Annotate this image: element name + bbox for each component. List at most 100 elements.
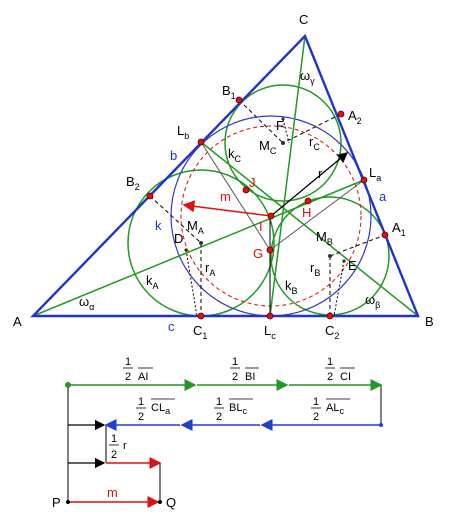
svg-text:1: 1 (232, 356, 238, 368)
svg-text:ALc: ALc (326, 402, 344, 416)
label-J: J (249, 175, 256, 190)
svg-text:AI: AI (138, 371, 148, 383)
dash-F (282, 118, 290, 144)
triangle-ABC (30, 33, 420, 318)
svg-text:1: 1 (111, 433, 117, 445)
label-A: A (13, 314, 22, 329)
dash-E-C2 (333, 260, 345, 317)
point-A2 (337, 110, 345, 118)
label-kB: kB (285, 278, 298, 296)
point-G (266, 246, 274, 254)
svg-text:CLa: CLa (151, 402, 170, 416)
row2-label-BLc: 1 2 BLc (214, 396, 253, 423)
segment-Lb-G (200, 141, 271, 251)
label-E: E (348, 258, 357, 273)
svg-text:1: 1 (125, 356, 131, 368)
label-C2: C2 (325, 323, 339, 341)
label-omega-gamma: ωγ (300, 68, 315, 86)
svg-text:2: 2 (138, 411, 144, 423)
svg-text:2: 2 (111, 449, 117, 461)
row1-start-dot (65, 382, 71, 388)
row3-label-r: 1 2 r (109, 433, 127, 461)
point-I (267, 212, 275, 220)
label-MB: MB (316, 229, 333, 247)
label-H: H (302, 205, 311, 220)
label-MA: MA (187, 218, 204, 236)
point-C2 (326, 312, 334, 320)
svg-text:BI: BI (245, 371, 255, 383)
circle-k-C (224, 84, 342, 202)
row4-label-m: m (107, 485, 118, 500)
svg-text:1: 1 (216, 396, 222, 408)
dash-MB-A1 (329, 234, 386, 257)
label-C1: C1 (193, 323, 207, 341)
row2-label-ALc: 1 2 ALc (311, 396, 350, 423)
svg-text:1: 1 (138, 396, 144, 408)
bisector-B (200, 141, 419, 317)
label-omega-alpha: ωα (79, 294, 94, 312)
arrow-r (270, 152, 349, 217)
point-MA (199, 241, 203, 245)
point-J (242, 186, 250, 194)
point-F (281, 117, 285, 121)
row2-label-CLa: 1 2 CLa (136, 396, 175, 423)
label-B2: B2 (126, 174, 140, 192)
label-rB: rB (310, 260, 320, 278)
label-G: G (253, 246, 263, 261)
row1-label-BI: 1 2 BI (230, 356, 259, 383)
label-P: P (52, 495, 61, 510)
point-Q (158, 500, 162, 504)
label-r: r (318, 166, 323, 181)
label-side-b: b (170, 148, 177, 163)
svg-text:CI: CI (340, 371, 351, 383)
point-Lb (197, 138, 205, 146)
point-MC (281, 141, 285, 145)
point-A1 (381, 231, 389, 239)
label-La: La (369, 165, 381, 183)
segment-La-G (269, 179, 365, 251)
dash-A2-MC (282, 113, 342, 144)
point-D (184, 248, 188, 252)
svg-text:r: r (123, 440, 127, 452)
label-A2: A2 (348, 108, 362, 126)
svg-text:2: 2 (313, 411, 319, 423)
label-m: m (220, 189, 231, 204)
label-B1: B1 (222, 83, 236, 101)
svg-text:1: 1 (327, 356, 333, 368)
label-I: I (259, 219, 263, 234)
label-rC: rC (309, 134, 320, 152)
arrow-m (182, 200, 272, 217)
marked-points (146, 96, 389, 320)
point-B2 (146, 192, 154, 200)
dash-B2-MA (149, 195, 202, 244)
point-B1 (235, 96, 243, 104)
label-rA: rA (205, 260, 215, 278)
label-k: k (155, 218, 162, 233)
label-kA: kA (146, 273, 159, 291)
center-points (184, 117, 346, 263)
label-omega-beta: ωβ (365, 292, 380, 310)
svg-text:2: 2 (327, 371, 333, 383)
label-MC: MC (259, 138, 277, 156)
svg-text:BLc: BLc (229, 402, 247, 416)
point-Lc (266, 312, 274, 320)
label-kC: kC (228, 146, 242, 164)
label-B: B (425, 314, 434, 329)
row1-label-AI: 1 2 AI (123, 356, 153, 383)
point-MB (328, 254, 332, 258)
label-A1: A1 (392, 220, 406, 238)
row2-end-dot (379, 423, 383, 427)
dash-D-C1 (185, 249, 198, 317)
svg-text:2: 2 (125, 371, 131, 383)
point-E (342, 259, 346, 263)
point-H (304, 197, 312, 205)
row1-label-CI: 1 2 CI (325, 356, 355, 383)
svg-text:2: 2 (216, 411, 222, 423)
label-F: F (276, 118, 284, 133)
point-La (360, 176, 368, 184)
label-side-a: a (379, 189, 387, 204)
dash-B1-MC (238, 99, 284, 144)
bisector-C (269, 35, 306, 317)
